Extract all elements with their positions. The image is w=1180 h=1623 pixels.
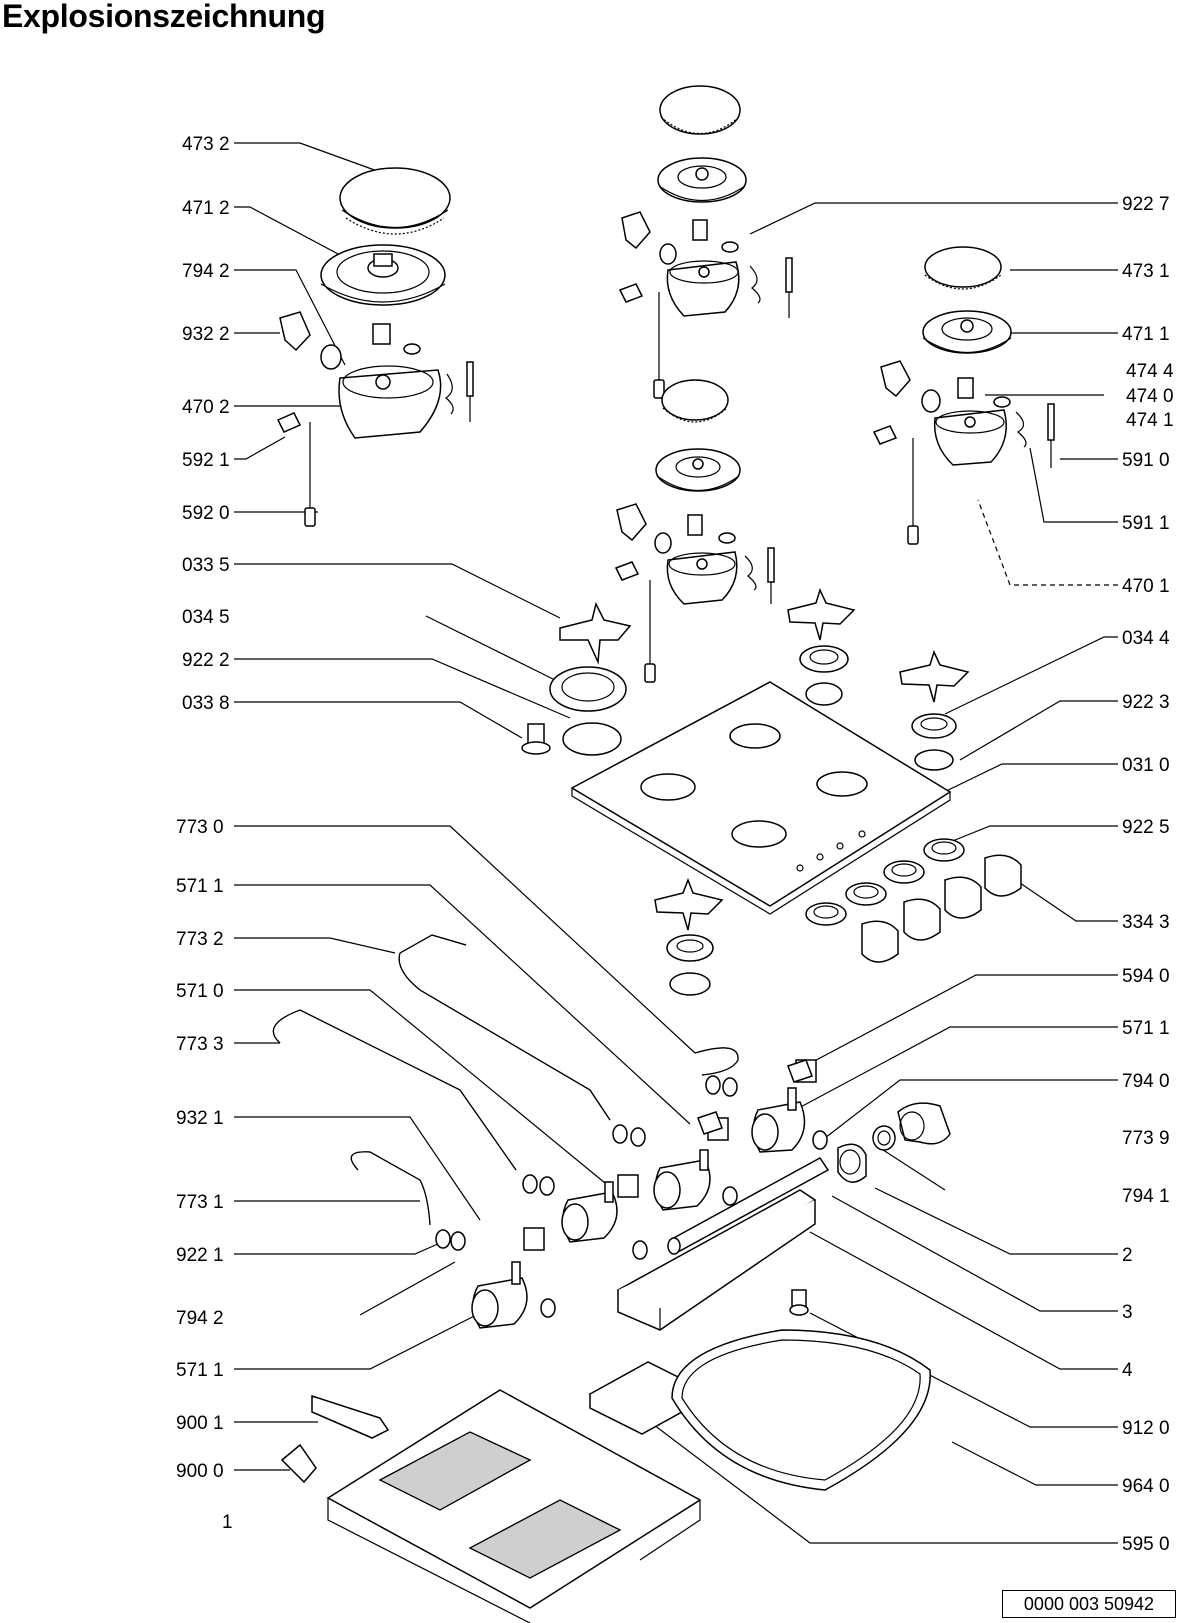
middle-center-burner [614, 379, 775, 683]
label-4: 4 [1122, 1360, 1133, 1381]
document-number: 0000 003 50942 [1002, 1590, 1176, 1618]
label-932-2: 932 2 [182, 324, 230, 345]
housing-parts [280, 1289, 931, 1623]
label-474-0: 474 0 [1126, 386, 1174, 407]
label-3: 3 [1122, 1302, 1133, 1323]
label-794-0: 794 0 [1122, 1071, 1170, 1092]
label-1: 1 [222, 1512, 233, 1533]
label-034-4: 034 4 [1122, 628, 1170, 649]
control-knobs [805, 838, 1022, 963]
hob-top-plate [570, 681, 952, 915]
label-794-1: 794 1 [1122, 1186, 1170, 1207]
label-592-0: 592 0 [182, 503, 230, 524]
label-912-0: 912 0 [1122, 1418, 1170, 1439]
label-932-1: 932 1 [176, 1108, 224, 1129]
top-center-burner [618, 85, 793, 399]
label-922-1: 922 1 [176, 1245, 224, 1266]
label-031-0: 031 0 [1122, 755, 1170, 776]
label-794-2-b: 794 2 [176, 1308, 224, 1329]
label-594-0: 594 0 [1122, 966, 1170, 987]
label-334-3: 334 3 [1122, 912, 1170, 933]
label-773-2: 773 2 [176, 929, 224, 950]
label-471-1: 471 1 [1122, 324, 1170, 345]
left-labels: 473 2 471 2 794 2 932 2 470 2 592 1 592 … [176, 134, 233, 1533]
label-591-0: 591 0 [1122, 450, 1170, 471]
pan-supports [559, 587, 970, 931]
label-900-0: 900 0 [176, 1461, 224, 1482]
leader-lines [234, 142, 1118, 1544]
gas-pipes [272, 934, 739, 1226]
gas-manifold [616, 1157, 830, 1331]
label-773-0: 773 0 [176, 817, 224, 838]
page-title: Explosionszeichnung [2, 0, 326, 34]
label-773-1: 773 1 [176, 1192, 224, 1213]
label-571-0: 571 0 [176, 981, 224, 1002]
label-900-1: 900 1 [176, 1413, 224, 1434]
label-595-0: 595 0 [1122, 1534, 1170, 1555]
right-burner [872, 246, 1055, 545]
label-773-3: 773 3 [176, 1034, 224, 1055]
label-470-2: 470 2 [182, 397, 230, 418]
rings-and-seals [521, 645, 957, 996]
label-964-0: 964 0 [1122, 1476, 1170, 1497]
label-034-5: 034 5 [182, 607, 230, 628]
label-922-5: 922 5 [1122, 817, 1170, 838]
label-592-1: 592 1 [182, 450, 230, 471]
label-922-7: 922 7 [1122, 194, 1170, 215]
label-922-3: 922 3 [1122, 692, 1170, 713]
label-2: 2 [1122, 1245, 1133, 1266]
gas-taps [435, 1059, 828, 1329]
label-473-1: 473 1 [1122, 261, 1170, 282]
label-773-9: 773 9 [1122, 1128, 1170, 1149]
label-571-1-b: 571 1 [176, 1360, 224, 1381]
left-burner-assembly [276, 167, 474, 527]
label-571-1-a: 571 1 [176, 876, 224, 897]
gas-inlet [837, 1102, 951, 1183]
label-474-4: 474 4 [1126, 361, 1174, 382]
label-470-1: 470 1 [1122, 576, 1170, 597]
label-591-1: 591 1 [1122, 513, 1170, 534]
label-571-1-r: 571 1 [1122, 1018, 1170, 1039]
label-471-2: 471 2 [182, 198, 230, 219]
label-033-5: 033 5 [182, 555, 230, 576]
label-473-2: 473 2 [182, 134, 230, 155]
label-474-1: 474 1 [1126, 410, 1174, 431]
label-794-2: 794 2 [182, 261, 230, 282]
label-033-8: 033 8 [182, 693, 230, 714]
label-922-2: 922 2 [182, 650, 230, 671]
right-labels: 922 7 473 1 471 1 474 4 474 0 474 1 591 … [1122, 194, 1174, 1555]
